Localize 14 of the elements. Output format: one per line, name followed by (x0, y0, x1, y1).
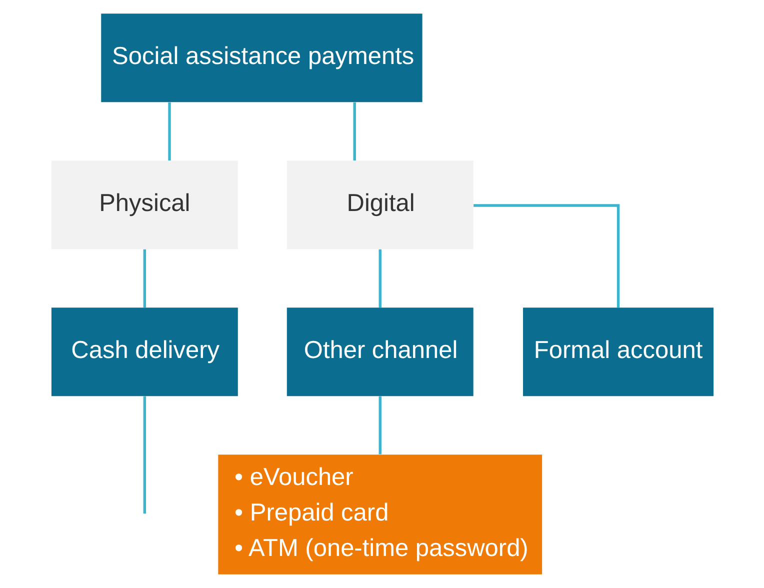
connector (168, 102, 170, 160)
node-box: Other channel (286, 308, 473, 396)
connector (473, 204, 620, 308)
connector (352, 102, 356, 160)
node-box: Digital (286, 160, 473, 250)
node-box: Cash delivery (50, 308, 238, 396)
node-box: • eVoucher • Prepaid card • ATM (one-time password) (218, 454, 542, 574)
node-box: Social assistance payments (100, 14, 422, 102)
node-box: Physical (50, 160, 238, 250)
connector (142, 396, 146, 514)
connector (378, 396, 381, 454)
connector (142, 249, 146, 308)
node-box: Formal account (522, 308, 714, 396)
connector (378, 249, 381, 308)
